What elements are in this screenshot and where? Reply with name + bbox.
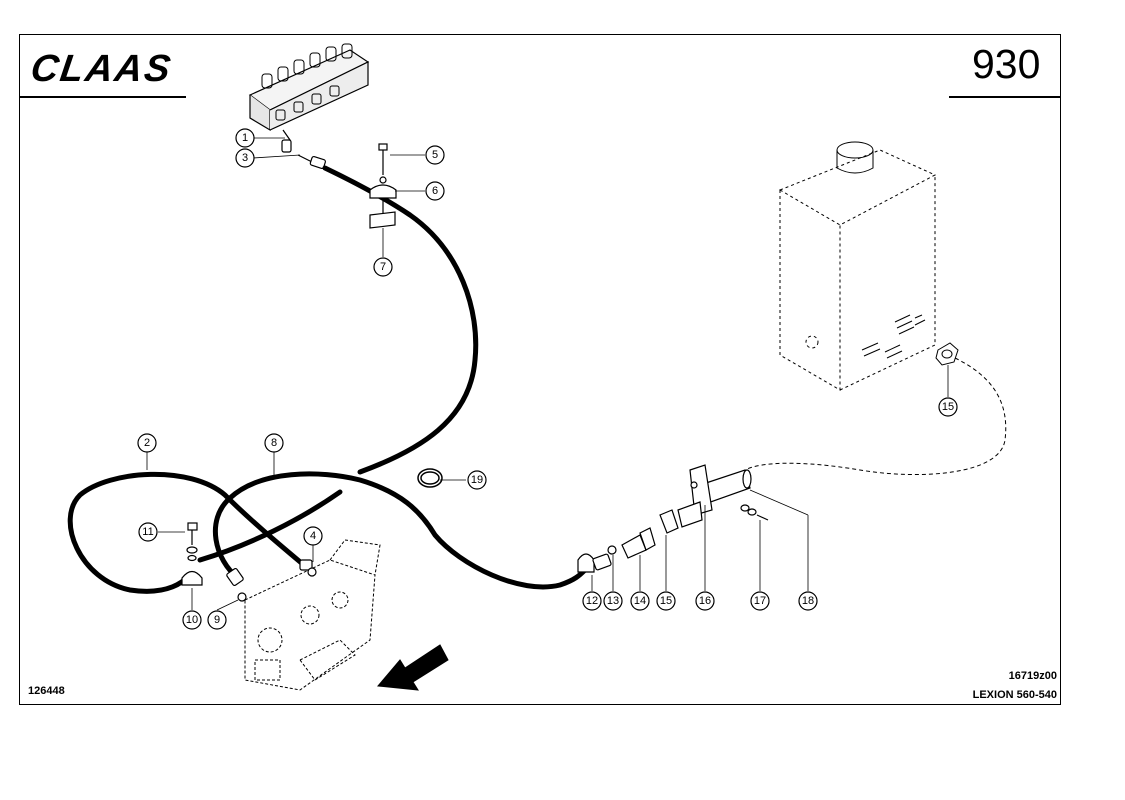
- callout-6[interactable]: 6: [425, 181, 445, 201]
- callout-13-label: 13: [607, 595, 619, 607]
- callout-8-label: 8: [271, 437, 277, 449]
- leader-lines: [146, 137, 949, 611]
- callout-12[interactable]: 12: [582, 591, 602, 611]
- callout-14[interactable]: 14: [630, 591, 650, 611]
- hose-clamp-19: [417, 468, 443, 488]
- callout-16-label: 16: [699, 595, 711, 607]
- tank-fittings: [861, 314, 959, 366]
- callout-7[interactable]: 7: [373, 257, 393, 277]
- callout-4[interactable]: 4: [303, 526, 323, 546]
- callout-17-label: 17: [754, 595, 766, 607]
- bolt-clip-assembly: [181, 522, 203, 586]
- hose-2: [67, 471, 308, 594]
- callout-11[interactable]: 11: [138, 522, 158, 542]
- callout-1-label: 1: [242, 132, 248, 144]
- callout-3-label: 3: [242, 152, 248, 164]
- callout-4-label: 4: [310, 530, 316, 542]
- callout-19[interactable]: 19: [467, 470, 487, 490]
- page-number-rule: [949, 96, 1061, 98]
- callout-10-label: 10: [186, 614, 198, 626]
- direction-arrow[interactable]: [377, 644, 449, 691]
- hose-top: [322, 165, 479, 475]
- callout-13[interactable]: 13: [603, 591, 623, 611]
- return-line: [744, 357, 1007, 476]
- callout-17[interactable]: 17: [750, 591, 770, 611]
- valve-block: [248, 43, 370, 132]
- model-designation: LEXION 560-540: [972, 689, 1057, 701]
- callout-19-label: 19: [471, 474, 483, 486]
- callout-18[interactable]: 18: [798, 591, 818, 611]
- fittings-12-to-17: [577, 504, 769, 573]
- clamp-assembly: [369, 143, 397, 229]
- callout-5-label: 5: [432, 149, 438, 161]
- callout-15-bottom-label: 15: [660, 595, 672, 607]
- callout-14-label: 14: [634, 595, 646, 607]
- logo-rule: [19, 96, 186, 98]
- callout-10[interactable]: 10: [182, 610, 202, 630]
- hose-8-return: [197, 489, 343, 563]
- callout-2[interactable]: 2: [137, 433, 157, 453]
- drawing-frame: [19, 34, 1061, 705]
- callout-5[interactable]: 5: [425, 145, 445, 165]
- callout-7-label: 7: [380, 261, 386, 273]
- callout-9-label: 9: [214, 614, 220, 626]
- hydraulic-block: [244, 539, 381, 691]
- image-code: 16719z00: [1008, 670, 1057, 682]
- callout-11-label: 11: [142, 526, 153, 538]
- callout-3[interactable]: 3: [235, 148, 255, 168]
- callout-2-label: 2: [144, 437, 150, 449]
- callout-16[interactable]: 16: [695, 591, 715, 611]
- drawing-number: 126448: [28, 685, 65, 697]
- filter-assembly: [677, 464, 752, 528]
- callout-15-tank-label: 15: [942, 401, 954, 413]
- hose-end-fittings: [226, 559, 317, 602]
- callout-15-bottom[interactable]: 15: [656, 591, 676, 611]
- hose-8: [213, 471, 588, 590]
- top-fitting: [281, 129, 326, 169]
- callout-1[interactable]: 1: [235, 128, 255, 148]
- callout-8[interactable]: 8: [264, 433, 284, 453]
- page-number: 930: [972, 41, 1041, 87]
- oil-tank: [778, 141, 937, 391]
- callout-12-label: 12: [586, 595, 598, 607]
- callout-6-label: 6: [432, 185, 438, 197]
- callout-18-label: 18: [802, 595, 814, 607]
- callout-9[interactable]: 9: [207, 610, 227, 630]
- callout-15-tank[interactable]: 15: [938, 397, 958, 417]
